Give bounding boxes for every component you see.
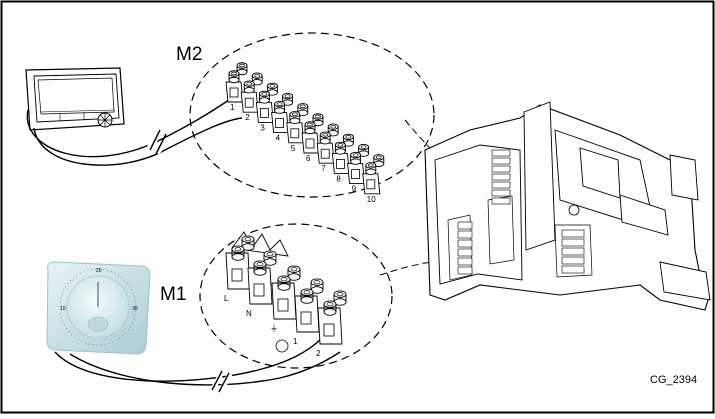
- m1-terminal-5: 2: [316, 290, 347, 358]
- m2-terminal-3: 3: [255, 82, 278, 132]
- m2-terminal-number: 6: [306, 154, 311, 163]
- room-controller-device: [25, 67, 125, 131]
- m2-screw-back-5: [297, 103, 309, 117]
- m2-terminal-8: 8: [331, 133, 354, 183]
- m2-terminal-1: 1: [225, 62, 248, 112]
- m2-screw-front-9: [350, 151, 362, 165]
- m2-terminal-5: 5: [286, 103, 309, 153]
- m2-screw-front-4: [274, 100, 286, 114]
- m1-screw-front-4: [300, 288, 314, 304]
- m2-terminal-number: 8: [336, 174, 341, 183]
- m2-screw-back-4: [282, 92, 294, 106]
- m2-terminal-number: 4: [276, 134, 281, 143]
- m2-screw-front-3: [258, 90, 270, 104]
- m1-screw-front-5: [323, 300, 337, 316]
- m2-terminal-number: 2: [245, 113, 250, 122]
- m2-screw-front-6: [304, 121, 316, 135]
- m1-screw-back-5: [333, 290, 347, 306]
- m2-terminal-10: 10: [362, 154, 385, 204]
- m2-terminal-number: 1: [230, 103, 235, 112]
- m2-terminal-number: 7: [321, 164, 326, 173]
- m2-terminal-number: 10: [367, 195, 376, 204]
- boiler-terminal-details: [457, 149, 585, 275]
- dial-mark-30: 30: [132, 306, 138, 312]
- dial-mark-20: 20: [96, 268, 102, 274]
- m2-screw-front-8: [334, 141, 346, 155]
- m1-terminal-label: 1: [293, 337, 298, 346]
- m1-screw-back-3: [287, 265, 301, 281]
- m1-terminal-block: L N ⏚ 1 2: [224, 231, 347, 358]
- m1-screw-back-1: [241, 235, 255, 251]
- m2-screw-back-9: [358, 143, 370, 157]
- m2-screw-front-7: [319, 131, 331, 145]
- m2-zoom-outline: [189, 32, 435, 198]
- selector-knob-icon: [97, 112, 113, 128]
- m2-screw-front-1: [228, 70, 240, 84]
- m2-screw-front-2: [243, 80, 255, 94]
- m1-terminal-label: L: [224, 294, 229, 303]
- dial-mark-10: 10: [60, 306, 66, 312]
- m2-screw-back-6: [312, 113, 324, 127]
- m1-terminal-2: N: [246, 250, 277, 318]
- m1-terminal-label: 2: [316, 349, 321, 358]
- earth-symbol-icon: [275, 339, 289, 353]
- m2-terminal-number: 3: [260, 123, 265, 132]
- m2-terminal-number: 5: [291, 144, 296, 153]
- m1-cable: [54, 337, 341, 395]
- m2-label: M2: [176, 44, 202, 65]
- boiler-control-box: [424, 101, 711, 311]
- m2-screw-front-5: [289, 111, 301, 125]
- m1-screw-front-1: [231, 245, 245, 261]
- m1-zoom-outline: [199, 223, 393, 369]
- m1-terminal-label: N: [246, 309, 252, 318]
- m1-screw-front-3: [277, 275, 291, 291]
- m2-screw-front-10: [365, 162, 377, 176]
- m1-label: M1: [160, 284, 186, 305]
- m1-screw-back-2: [263, 250, 277, 266]
- room-thermostat-device: 10 20 30: [46, 261, 151, 355]
- figure-code: CG_2394: [650, 374, 697, 386]
- m2-terminal-7: 7: [316, 123, 339, 173]
- m2-cable: [26, 94, 243, 166]
- m2-terminal-block: 1 2 3 4 5 6 7 8 9 10: [225, 62, 385, 204]
- m1-terminal-label: ⏚: [270, 324, 278, 333]
- m2-screw-back-8: [342, 133, 354, 147]
- m2-terminal-9: 9: [347, 143, 370, 194]
- m2-terminal-6: 6: [301, 113, 324, 163]
- m1-screw-front-2: [253, 260, 267, 276]
- m2-terminal-number: 9: [352, 185, 357, 194]
- m2-terminal-4: 4: [271, 92, 294, 143]
